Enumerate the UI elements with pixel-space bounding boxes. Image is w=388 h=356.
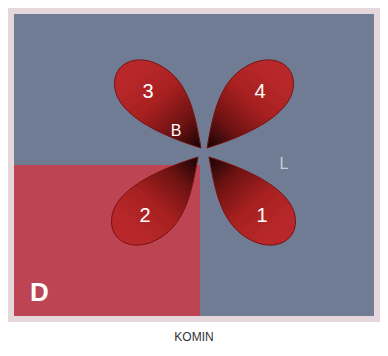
orbital-lobe: 2 [110,155,200,250]
lobe-outline [112,157,198,245]
orbital-lobe: 4 [205,55,295,150]
panel-ground [14,14,374,316]
lobe-shape [113,55,203,150]
lobe-shape [110,155,200,250]
panel-letter: D [30,277,49,308]
frame-border [8,8,380,322]
lobe-number: 1 [256,204,267,227]
caption: KOMIN [174,330,213,344]
lobe-shape [205,55,295,150]
lobe-number: 2 [139,204,150,227]
lobe-outline [115,60,201,148]
axis-letter: L [280,155,289,173]
lobe-outline [207,60,293,148]
center-letter: B [171,122,182,140]
lobe-number: 4 [254,80,265,103]
lobe-number: 3 [142,80,153,103]
orbital-lobe: 3 [113,55,203,150]
